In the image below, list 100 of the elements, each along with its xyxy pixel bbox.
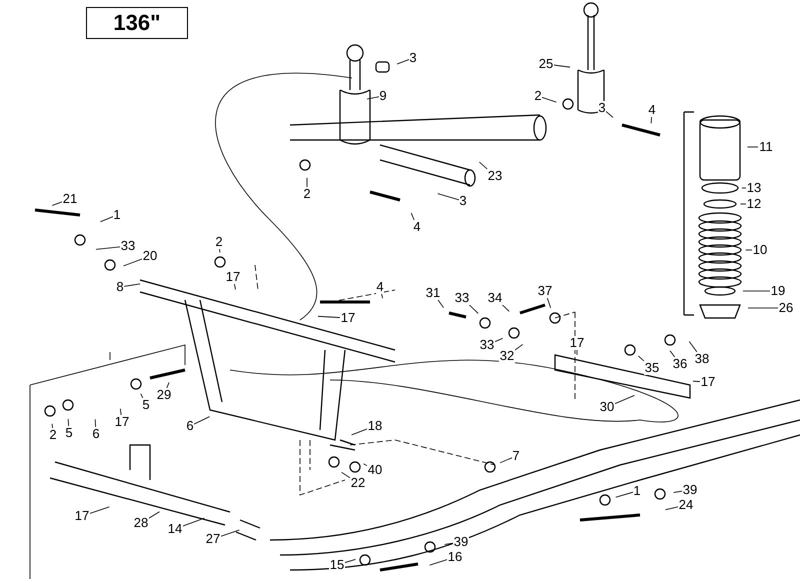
callout-number: 27 xyxy=(205,532,221,546)
leader-line xyxy=(437,193,460,200)
callout-number: 39 xyxy=(453,535,469,549)
callout-number: 9 xyxy=(379,89,387,103)
callout-number: 6 xyxy=(92,427,100,441)
leader-line xyxy=(140,393,144,398)
callout-number: 2 xyxy=(534,89,542,103)
callout-number: 3 xyxy=(459,194,467,208)
callout-number: 33 xyxy=(454,291,470,305)
leader-line xyxy=(219,248,220,253)
leader-line xyxy=(318,316,340,318)
callout-number: 19 xyxy=(770,284,786,298)
leader-line xyxy=(194,416,210,424)
callout-number: 12 xyxy=(746,197,762,211)
callout-number: 25 xyxy=(538,57,554,71)
callout-number: 4 xyxy=(413,220,421,234)
leader-line xyxy=(68,418,69,426)
callout-number: 2 xyxy=(49,428,57,442)
callout-number: 28 xyxy=(133,516,149,530)
callout-number: 29 xyxy=(156,388,172,402)
leader-line xyxy=(638,356,644,362)
leader-line xyxy=(692,380,700,382)
leader-line xyxy=(468,304,479,314)
callout-number: 17 xyxy=(700,375,716,389)
callout-number: 15 xyxy=(329,558,345,572)
leader-line xyxy=(90,506,110,514)
callout-number: 32 xyxy=(499,349,515,363)
leader-line xyxy=(351,428,368,436)
callout-number: 18 xyxy=(367,419,383,433)
leader-line xyxy=(120,408,122,416)
callout-number: 10 xyxy=(752,243,768,257)
callout-number: 17 xyxy=(114,415,130,429)
callout-number: 17 xyxy=(569,336,585,350)
callout-number: 24 xyxy=(678,498,694,512)
leader-line xyxy=(148,511,160,519)
callout-number: 33 xyxy=(479,338,495,352)
leader-line xyxy=(670,350,676,358)
callout-number: 33 xyxy=(120,239,136,253)
callout-number: 8 xyxy=(116,280,124,294)
callout-number: 39 xyxy=(682,483,698,497)
leader-line xyxy=(747,146,758,148)
callout-number: 22 xyxy=(350,476,366,490)
callout-number: 23 xyxy=(487,169,503,183)
callout-number: 2 xyxy=(303,187,311,201)
callout-number: 5 xyxy=(142,398,150,412)
leader-line xyxy=(381,294,383,299)
leader-line xyxy=(606,111,614,118)
callout-number: 14 xyxy=(167,522,183,536)
callout-number: 17 xyxy=(225,270,241,284)
leader-line xyxy=(306,178,308,188)
callout-number: 1 xyxy=(633,484,641,498)
callout-number: 26 xyxy=(778,301,794,315)
callout-number: 11 xyxy=(758,140,774,154)
leader-line xyxy=(220,530,240,537)
leader-line xyxy=(665,506,678,510)
leader-line xyxy=(514,344,524,350)
leader-line xyxy=(542,96,557,102)
leader-line xyxy=(478,162,488,170)
leader-line xyxy=(182,518,205,526)
callout-number: 4 xyxy=(648,103,656,117)
callout-number: 35 xyxy=(644,361,660,375)
callout-number: 13 xyxy=(746,181,762,195)
callout-number: 36 xyxy=(672,357,688,371)
callout-number: 1 xyxy=(113,208,121,222)
callout-number: 21 xyxy=(62,192,78,206)
leader-line xyxy=(100,216,114,222)
leader-line xyxy=(166,382,170,388)
callout-number: 7 xyxy=(512,449,520,463)
leader-line xyxy=(673,490,682,493)
callout-number: 30 xyxy=(599,400,615,414)
leader-line xyxy=(650,116,652,124)
leader-line xyxy=(502,304,510,312)
callout-number: 4 xyxy=(376,280,384,294)
callout-number: 16 xyxy=(447,550,463,564)
leader-line xyxy=(614,394,635,404)
leader-line xyxy=(615,492,634,498)
callout-number: 34 xyxy=(487,291,503,305)
callout-number: 3 xyxy=(598,101,606,115)
leader-line xyxy=(124,284,140,287)
leader-line xyxy=(410,212,415,220)
callout-number: 6 xyxy=(186,419,194,433)
leader-line xyxy=(444,542,454,545)
callout-number: 17 xyxy=(74,509,90,523)
leader-line xyxy=(366,96,380,100)
leader-line xyxy=(344,558,356,563)
callout-number: 31 xyxy=(425,286,441,300)
leader-line xyxy=(546,298,551,308)
leader-line xyxy=(438,300,444,308)
leader-line xyxy=(123,258,142,266)
leader-line xyxy=(742,290,770,292)
leader-line xyxy=(554,64,570,68)
leader-line xyxy=(429,559,448,566)
callout-number: 17 xyxy=(340,311,356,325)
leader-line xyxy=(396,59,410,64)
leader-line xyxy=(52,202,62,206)
leader-line xyxy=(96,246,120,250)
leader-line xyxy=(500,457,512,464)
leader-line xyxy=(94,418,96,428)
leader-line xyxy=(494,338,504,342)
callout-number: 37 xyxy=(537,284,553,298)
